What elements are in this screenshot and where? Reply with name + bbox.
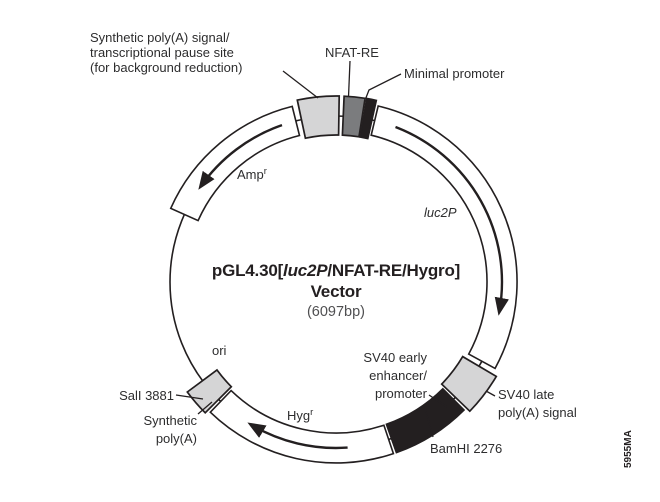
nfat-re-box [341,95,367,138]
label-synthetic-polya-signal-line2: transcriptional pause site [90,45,234,60]
label-synthetic-polya: Synthetic poly(A) [144,413,198,446]
label-ori: ori [212,343,227,358]
leader-bamhi-site [423,403,434,438]
label-amp: Ampr [237,166,267,182]
plasmid-title: pGL4.30[luc2P/NFAT-RE/Hygro] [212,261,460,280]
label-sv40-early-line2: enhancer/ [369,368,427,383]
leader-sv40-late [485,390,496,397]
label-sv40-early: SV40 early enhancer/ promoter [363,350,427,401]
label-synthetic-polya-line1: Synthetic [144,413,198,428]
leader-minimal-promoter [364,73,402,100]
label-bamhi-site: BamHI 2276 [430,441,502,456]
label-sv40-late-line2: poly(A) signal [498,405,577,420]
label-sv40-early-line1: SV40 early [363,350,427,365]
label-luc2p: luc2P [424,205,457,220]
label-sv40-early-line3: promoter [375,386,428,401]
watermark-part-number: 5955MA [623,430,634,468]
amp-gene-band [169,105,301,222]
label-sv40-late: SV40 late poly(A) signal [498,387,577,420]
label-hyg: Hygr [287,407,313,423]
hyg-gene-band [209,389,395,464]
hyg-direction-arrow [247,422,348,450]
label-sali-site: SalI 3881 [119,388,174,403]
label-minimal-promoter: Minimal promoter [404,66,505,81]
label-synthetic-polya-signal-line1: Synthetic poly(A) signal/ [90,30,230,45]
plasmid-title-line2: Vector [311,282,362,301]
synthetic-polya-signal-box [296,95,341,140]
plasmid-size: (6097bp) [307,304,365,320]
luc2p-gene-band [370,105,518,370]
label-nfat-re: NFAT-RE [325,45,379,60]
label-amp-superscript: r [264,166,267,177]
label-amp-base: Amp [237,167,264,182]
label-synthetic-polya-signal-line3: (for background reduction) [90,60,242,75]
leader-synthetic-polya-signal [282,70,319,99]
plasmid-title-gene: luc2P [283,261,328,280]
leader-sv40-early [428,394,448,408]
leader-sali-site [175,394,204,400]
minimal-promoter-box [359,97,378,140]
leader-synthetic-polya [197,401,213,415]
plasmid-title-prefix: pGL4.30[ [212,261,284,280]
sali-site-box [186,368,233,415]
label-hyg-base: Hyg [287,408,310,423]
luc2p-direction-arrow [395,125,509,316]
sv40-late-polya-box [440,355,498,413]
label-sv40-late-line1: SV40 late [498,387,554,402]
label-synthetic-polya-line2: poly(A) [156,431,197,446]
label-synthetic-polya-signal: Synthetic poly(A) signal/ transcriptiona… [90,30,242,75]
leader-nfat-re [347,60,351,98]
label-hyg-superscript: r [310,407,313,418]
amp-direction-arrow [198,123,283,190]
plasmid-title-suffix: /NFAT-RE/Hygro] [327,261,460,280]
